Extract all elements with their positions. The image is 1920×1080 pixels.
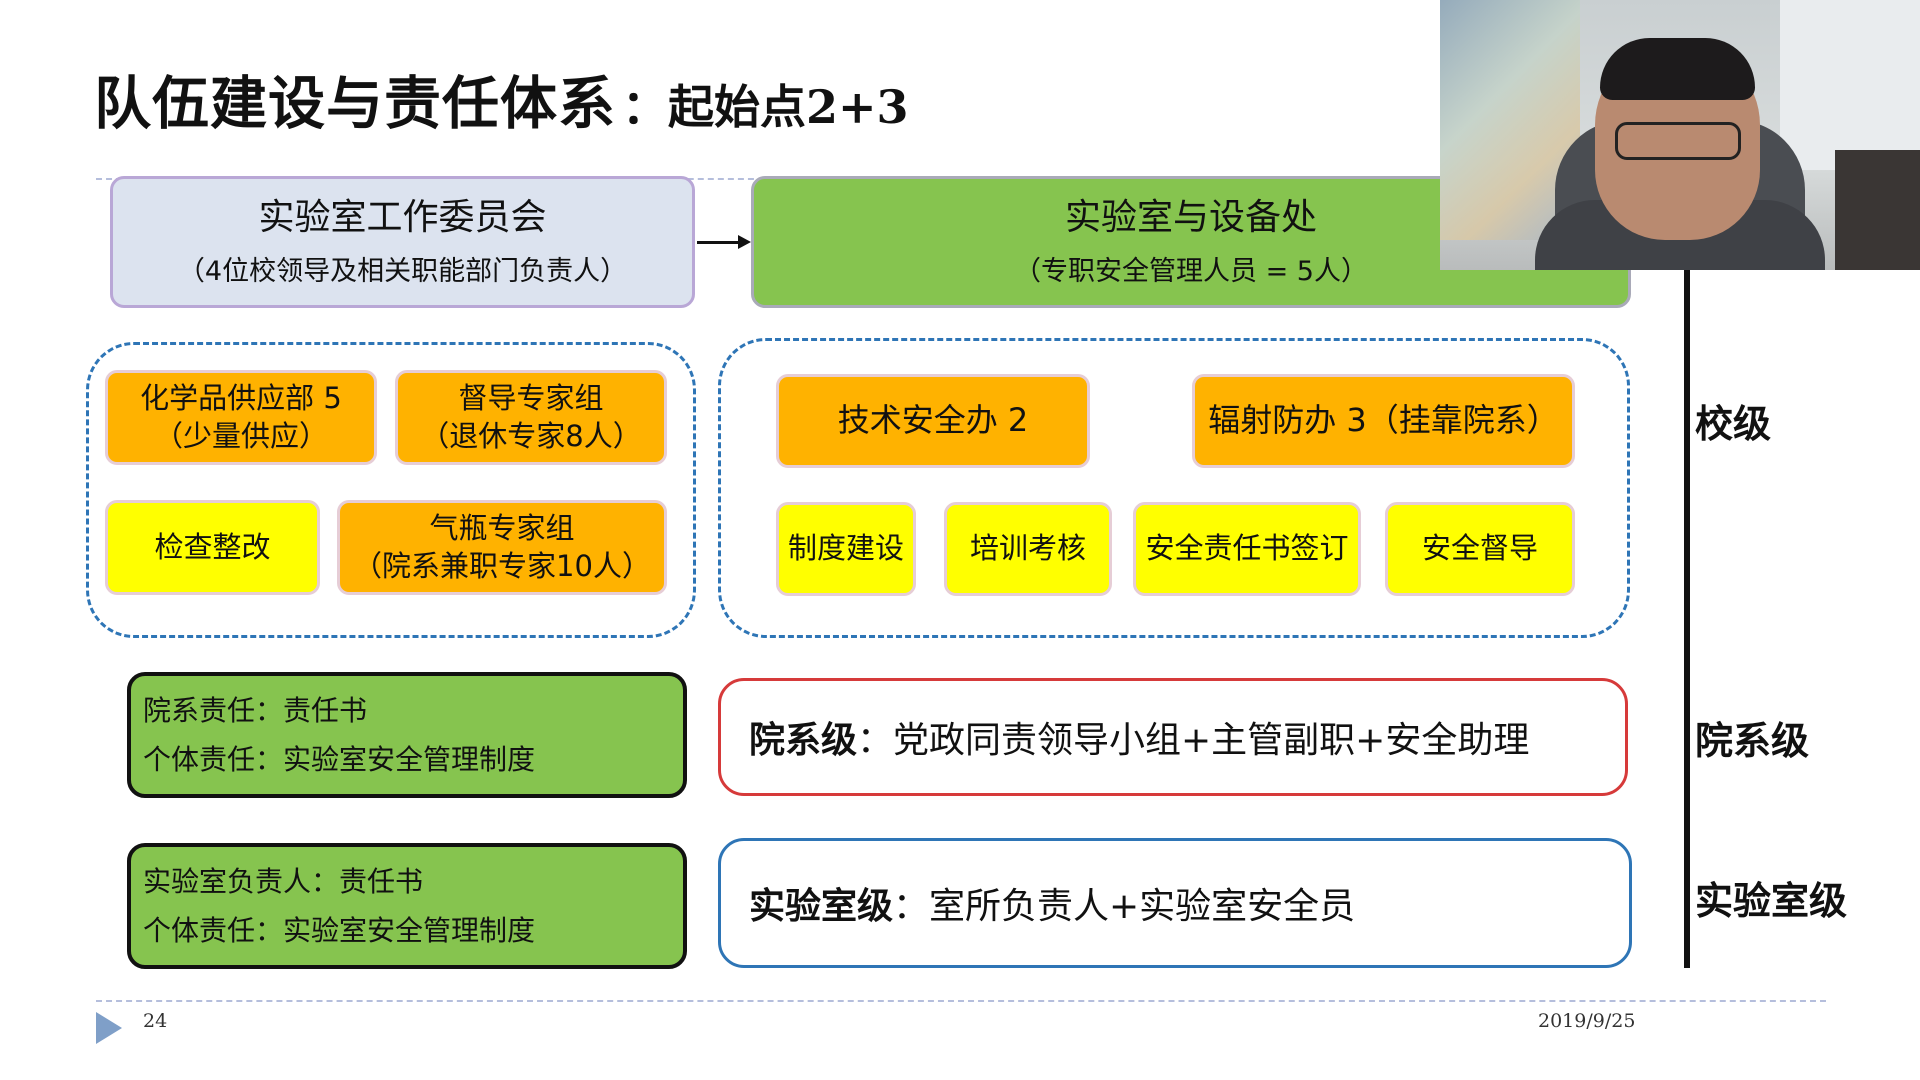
slide-date: 2019/9/25 xyxy=(1538,1010,1636,1032)
person-hair xyxy=(1600,38,1755,100)
slide-title: 队伍建设与责任体系：起始点2+3 xyxy=(94,58,909,140)
play-triangle-icon[interactable] xyxy=(96,1012,122,1044)
arrow-line xyxy=(697,241,739,244)
shelf xyxy=(1835,150,1920,270)
inspection-box: 检查整改 xyxy=(105,500,320,595)
dept-level-label: 院系级 xyxy=(1695,719,1810,763)
bottom-divider xyxy=(96,1000,1826,1002)
committee-detail: （4位校领导及相关职能部门负责人） xyxy=(177,255,628,287)
left-support-group xyxy=(86,342,696,638)
page-number: 24 xyxy=(143,1010,168,1032)
safety-supervision-box: 安全督导 xyxy=(1385,502,1575,596)
radiation-office-box: 辐射防办 3（挂靠院系） xyxy=(1192,374,1575,468)
committee-name: 实验室工作委员会 xyxy=(258,197,547,239)
lab-level-label: 实验室级 xyxy=(1695,879,1848,923)
department-detail: （专职安全管理人员 = 5人） xyxy=(1014,255,1368,287)
title-sub: ：起始点2+3 xyxy=(622,80,909,134)
window-light xyxy=(1780,0,1920,170)
glasses xyxy=(1615,122,1741,160)
training-assessment-box: 培训考核 xyxy=(944,502,1112,596)
department-name: 实验室与设备处 xyxy=(1064,197,1317,239)
right-arrow-icon xyxy=(738,235,751,249)
right-support-group xyxy=(718,338,1630,638)
lab-level-box: 实验室级：室所负责人+实验室安全员 xyxy=(718,838,1632,968)
tech-safety-office-box: 技术安全办 2 xyxy=(776,374,1090,468)
dept-responsibility-box: 院系责任：责任书 个体责任：实验室安全管理制度 xyxy=(127,672,687,798)
lab-responsibility-box: 实验室负责人：责任书 个体责任：实验室安全管理制度 xyxy=(127,843,687,969)
safety-responsibility-box: 安全责任书签订 xyxy=(1133,502,1361,596)
title-main: 队伍建设与责任体系 xyxy=(94,71,616,137)
gas-cylinder-box: 气瓶专家组 （院系兼职专家10人） xyxy=(337,500,667,595)
chemical-supply-box: 化学品供应部 5 （少量供应） xyxy=(105,370,377,465)
school-level-label: 校级 xyxy=(1695,402,1772,446)
policy-building-box: 制度建设 xyxy=(776,502,916,596)
level-divider-line xyxy=(1684,270,1690,968)
webcam-video xyxy=(1440,0,1920,270)
supervision-experts-box: 督导专家组 （退休专家8人） xyxy=(395,370,667,465)
committee-box: 实验室工作委员会 （4位校领导及相关职能部门负责人） xyxy=(110,176,695,308)
dept-level-box: 院系级：党政同责领导小组+主管副职+安全助理 xyxy=(718,678,1628,796)
